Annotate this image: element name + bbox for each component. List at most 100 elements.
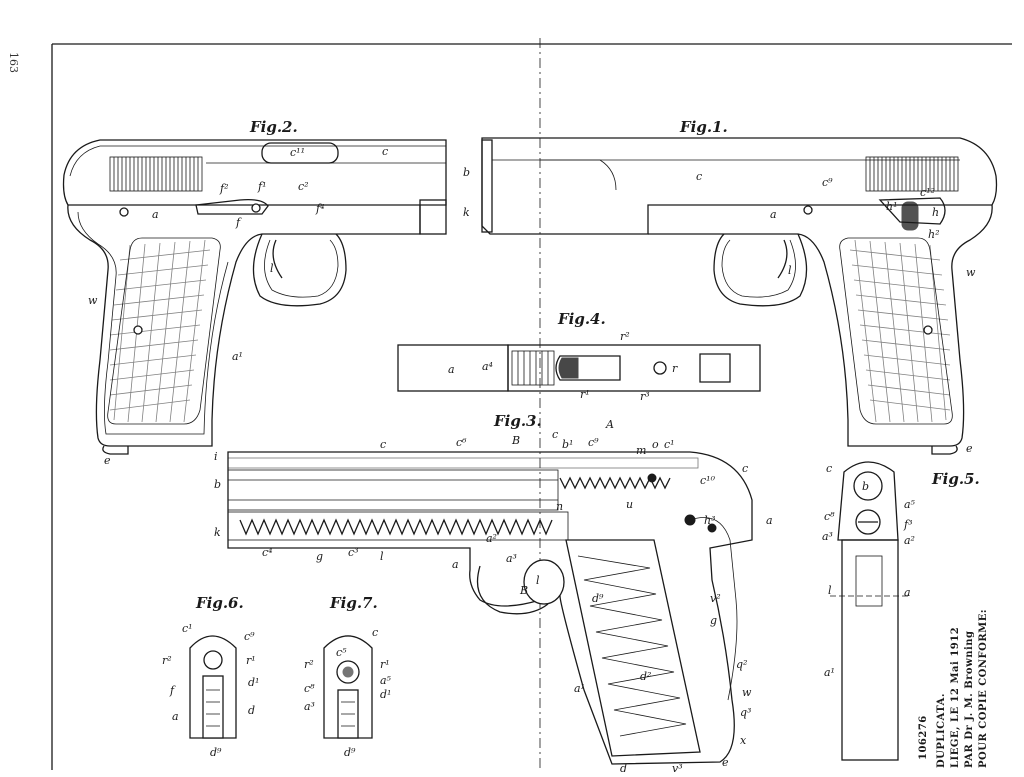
- fig3-grip-back: [689, 517, 738, 701]
- fig3-slide-hatch: [227, 457, 699, 469]
- fig3-label-h3: h³: [704, 514, 716, 527]
- fig1-slide-cut: [540, 159, 617, 191]
- fig3-label-A: A: [605, 418, 614, 431]
- fig1-safety-checkered: [901, 201, 919, 231]
- fig1-grip-screw: [923, 325, 933, 335]
- fig2-slide: [62, 139, 447, 206]
- fig6-cartridges: [206, 689, 220, 727]
- fig2-trigger-guard-inner: [264, 239, 339, 298]
- fig6-label-c1: c¹: [182, 622, 193, 635]
- fig2-label-f2: f²: [219, 182, 228, 195]
- fig4-drawing: Fig.4. r² a a⁴ r r¹ r³: [397, 310, 761, 403]
- fig2-label-e: e: [104, 454, 111, 467]
- stamp-number: 106276: [918, 715, 929, 760]
- fig3-label-B-2: B: [519, 584, 528, 597]
- fig2-label-c2: c²: [298, 180, 309, 193]
- stamp-line-2: LIEGE, LE 12 Mai 1912: [950, 627, 961, 768]
- fig3-label-a: a: [766, 514, 773, 527]
- fig3-label-c10: c¹⁰: [700, 474, 716, 487]
- fig5-label-a1: a¹: [824, 666, 835, 679]
- fig1-trigger-guard-inner: [721, 239, 796, 298]
- fig3-label-d: d: [620, 762, 627, 775]
- fig6-magazine: [202, 675, 224, 739]
- fig3-label-c: c: [380, 438, 386, 451]
- fig3-label-b: b: [214, 478, 221, 491]
- fig2-label-a1: a¹: [232, 350, 243, 363]
- sheet-number: 163: [7, 52, 20, 73]
- fig2-label-f4: f⁴: [315, 202, 324, 215]
- fig3-firing-pin-stop: [647, 473, 657, 483]
- fig2-lanyard: [102, 445, 129, 455]
- fig3-label-w: w: [742, 686, 752, 699]
- fig3-trigger-guard: [476, 565, 549, 615]
- fig7-title: Fig.7.: [329, 594, 378, 612]
- fig5-label-b: b: [862, 480, 869, 493]
- fig2-grip-checkering: [109, 239, 211, 423]
- fig3-label-u: u: [626, 498, 633, 511]
- fig6-label-r1: r¹: [246, 654, 256, 667]
- fig3-label-m: m: [636, 444, 646, 457]
- fig1-pin: [803, 205, 813, 215]
- fig3-sear-pin: [707, 523, 717, 533]
- fig3-label-g: g: [316, 550, 323, 563]
- fig5-label-a3: a³: [822, 530, 833, 543]
- fig3-magazine-spring: [577, 555, 687, 737]
- fig3-label-q3: q³: [740, 706, 751, 719]
- fig7-label-a3: a³: [304, 700, 315, 713]
- stamp-line-3: PAR Dr J. M. Browning: [964, 630, 975, 768]
- fig3-label-e: e: [722, 756, 729, 769]
- fig3-label-a-2: a: [452, 558, 459, 571]
- fig5-magazine-window: [855, 555, 883, 607]
- fig3-label-d2: d²: [640, 670, 651, 683]
- fig4-label-r3: r³: [640, 390, 650, 403]
- fig3-label-a3: a³: [506, 552, 517, 565]
- fig3-barrel: [227, 469, 559, 511]
- fig3-label-d9: d⁹: [592, 592, 604, 605]
- fig7-primer: [342, 666, 354, 678]
- fig3-label-c3: c³: [348, 546, 359, 559]
- fig1-grip-panel: [839, 237, 953, 425]
- fig5-label-a: a: [904, 586, 911, 599]
- fig6-label-d1: d¹: [248, 676, 259, 689]
- fig2-frame-inner: [77, 211, 229, 435]
- fig6-label-d9: d⁹: [210, 746, 222, 759]
- fig3-label-c9: c⁹: [588, 436, 599, 449]
- fig3-spring-tube: [227, 511, 569, 541]
- fig5-label-c: c: [826, 462, 832, 475]
- fig2-grip-screw: [133, 325, 143, 335]
- fig7-label-c5: c⁵: [336, 646, 347, 659]
- fig3-title: Fig.3.: [493, 412, 542, 430]
- fig5-grip-section: [841, 539, 899, 761]
- stamp-line-1: DUPLICATA.: [936, 693, 947, 768]
- fig1-label-w: w: [966, 266, 976, 279]
- fig2-lever-pin: [251, 203, 261, 213]
- fig2-slide-edge: [69, 145, 446, 177]
- fig2-serrations: [109, 156, 203, 192]
- fig3-label-n: n: [556, 500, 563, 513]
- fig5-drawing: Fig.5. c b a⁵ c⁸ f³ a³ a² l a a¹: [822, 461, 980, 761]
- fig1-label-e: e: [966, 442, 973, 455]
- fig6-bore: [203, 650, 223, 670]
- fig7-section: [323, 635, 373, 739]
- fig1-label-k: k: [463, 206, 470, 219]
- fig1-label-c: c: [696, 170, 702, 183]
- fig2-grip-panel: [107, 237, 221, 425]
- fig3-label-l-2: l: [536, 574, 540, 587]
- fig1-trigger-guard: [713, 233, 808, 307]
- fig2-trigger-guard: [252, 233, 347, 307]
- fig7-label-d9: d⁹: [344, 746, 356, 759]
- fig6-section: [189, 635, 237, 739]
- fig4-slide-body: [507, 344, 761, 392]
- fig2-label-w: w: [88, 294, 98, 307]
- fig4-label-a4: a⁴: [482, 360, 493, 373]
- fig2-label-l: l: [270, 262, 274, 275]
- fig3-magazine: [565, 539, 701, 757]
- fig3-label-l: l: [380, 550, 384, 563]
- fig4-cartridge: [555, 355, 621, 381]
- fig3-label-b1: b¹: [562, 438, 573, 451]
- fig3-label-x: x: [740, 734, 747, 747]
- fig1-safety: [878, 197, 946, 225]
- fig2-drawing: Fig.2. c¹¹ c f² f¹: [62, 118, 447, 467]
- fig1-slide: [481, 137, 998, 235]
